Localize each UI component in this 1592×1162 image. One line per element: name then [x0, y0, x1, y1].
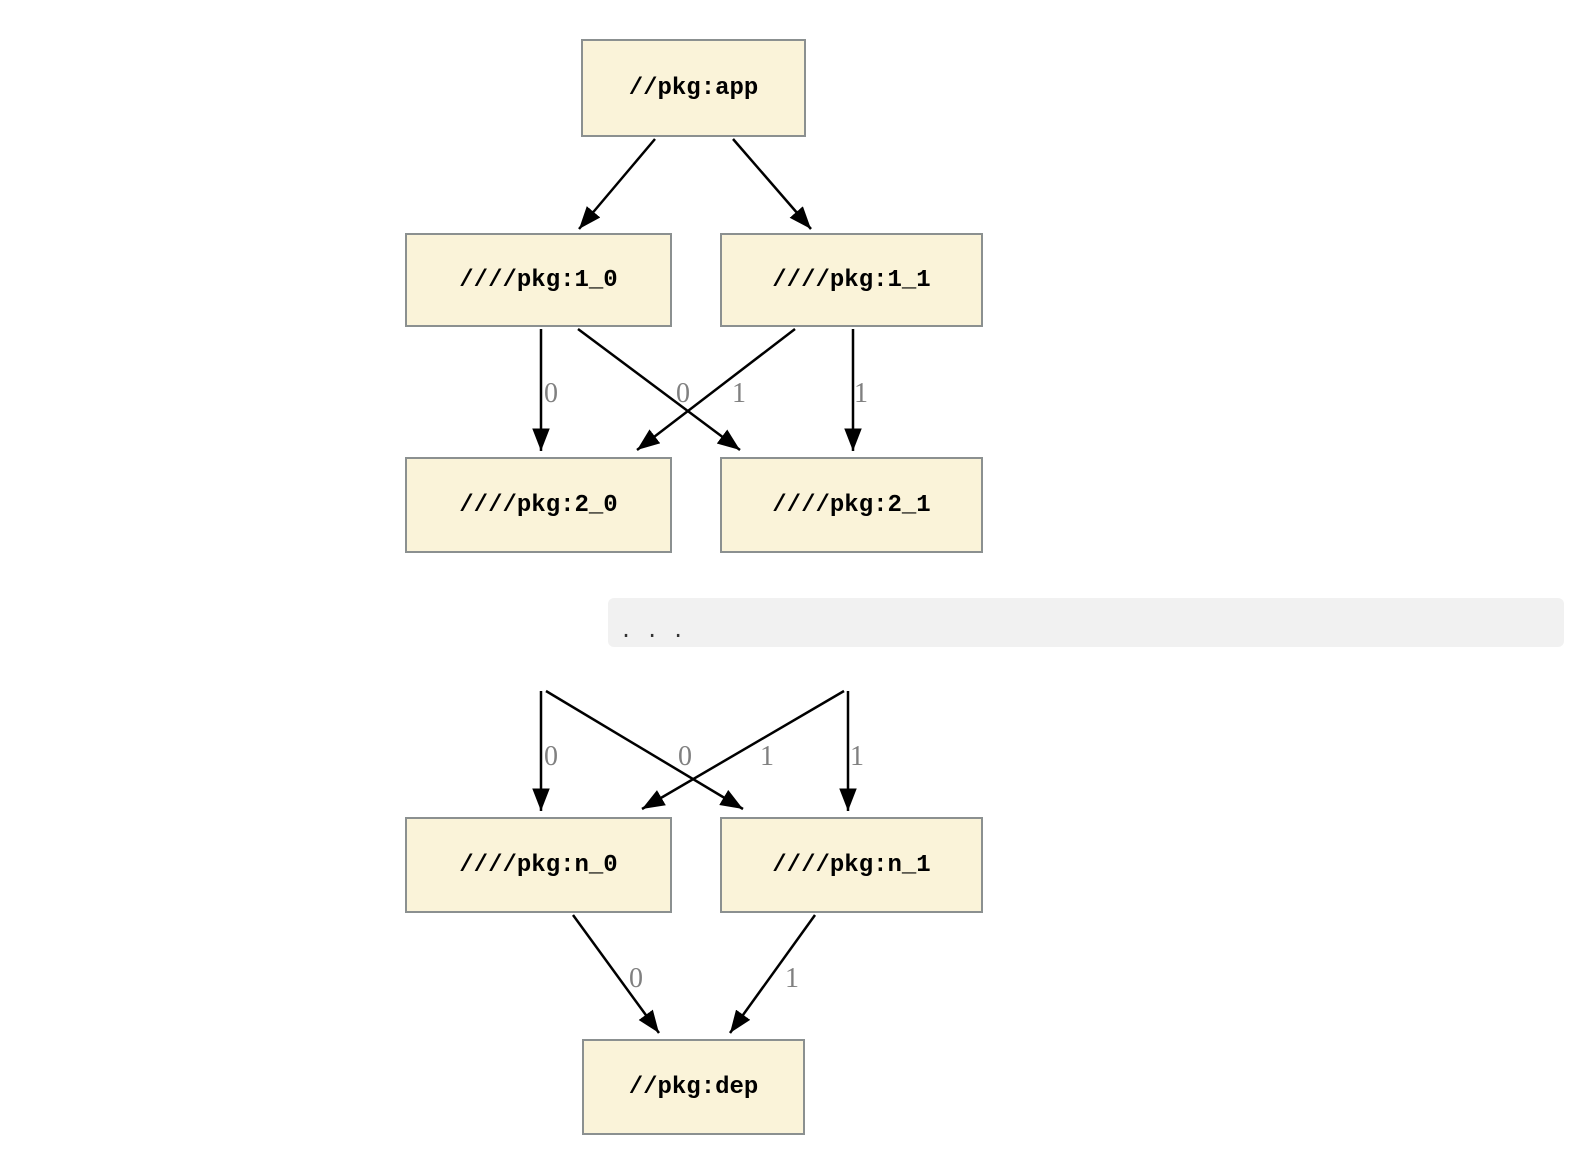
- edge-label-ellipsis-to-n_0: 0: [678, 741, 692, 772]
- graph-node-label: ////pkg:1_1: [772, 266, 931, 294]
- edge-1_0-to-2_1: [577, 327, 741, 452]
- graph-node-label: ////pkg:2_0: [459, 491, 618, 519]
- edge-label-n_1-to-dep: 1: [785, 963, 799, 994]
- ellipsis-text: . . .: [620, 617, 686, 642]
- graph-node-2_1: ////pkg:2_1: [720, 457, 983, 553]
- edge-label-ellipsis-to-n_1: 1: [850, 741, 864, 772]
- graph-node-label: //pkg:dep: [628, 1073, 759, 1101]
- edge-ellipsis-to-n_1: [545, 689, 744, 811]
- edge-label-1_1-to-2_1: 1: [854, 378, 868, 409]
- edge-label-1_0-to-2_1: 1: [732, 378, 746, 409]
- graph-node-2_0: ////pkg:2_0: [405, 457, 672, 553]
- edge-label-1_1-to-2_0: 0: [676, 378, 690, 409]
- edge-label-n_0-to-dep: 0: [629, 963, 643, 994]
- graph-node-n_1: ////pkg:n_1: [720, 817, 983, 913]
- edge-label-ellipsis-to-n_0: 0: [544, 741, 558, 772]
- graph-node-n_0: ////pkg:n_0: [405, 817, 672, 913]
- edge-ellipsis-to-n_0: [641, 689, 845, 811]
- graph-node-app: //pkg:app: [581, 39, 806, 137]
- edge-app-to-1_1: [732, 138, 812, 230]
- edge-1_1-to-2_0: [636, 328, 796, 451]
- graph-node-label: //pkg:app: [628, 74, 759, 102]
- graph-node-1_1: ////pkg:1_1: [720, 233, 983, 327]
- graph-node-label: ////pkg:n_1: [772, 851, 931, 879]
- ellipsis-band: . . .: [608, 598, 1564, 647]
- edge-app-to-1_0: [578, 138, 656, 230]
- edge-n_0-to-dep: [571, 914, 661, 1034]
- edge-label-1_0-to-2_0: 0: [544, 378, 558, 409]
- edge-n_1-to-dep: [728, 914, 817, 1034]
- graph-node-label: ////pkg:2_1: [772, 491, 931, 519]
- edge-label-ellipsis-to-n_1: 1: [760, 741, 774, 772]
- graph-node-dep: //pkg:dep: [582, 1039, 805, 1135]
- graph-node-label: ////pkg:1_0: [459, 266, 618, 294]
- graph-node-1_0: ////pkg:1_0: [405, 233, 672, 327]
- graph-node-label: ////pkg:n_0: [459, 851, 618, 879]
